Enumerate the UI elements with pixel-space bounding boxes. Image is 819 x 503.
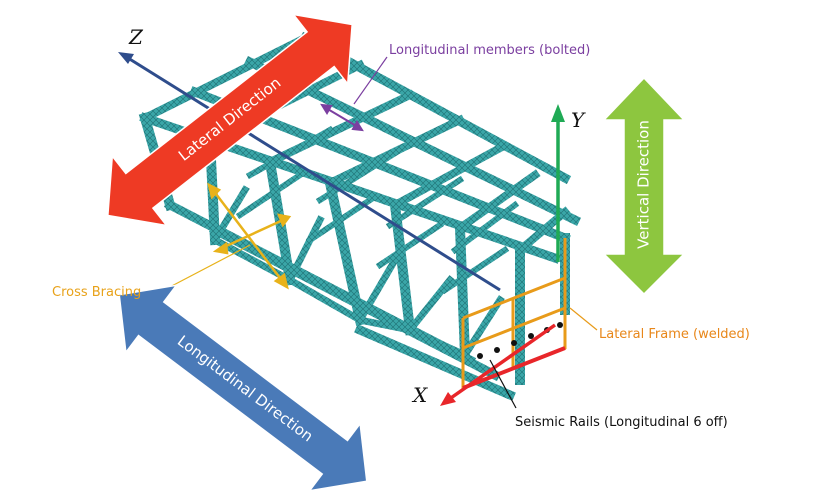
longitudinal-members-label: Longitudinal members (bolted) xyxy=(389,43,591,58)
lateral-frame-label: Lateral Frame (welded) xyxy=(599,327,750,342)
members-leader xyxy=(353,56,388,105)
cross-bracing-marker xyxy=(207,182,292,290)
vertical-direction-label: Vertical Direction xyxy=(634,120,653,249)
members-marker xyxy=(320,103,364,132)
longitudinal-direction-arrow xyxy=(118,284,368,492)
lateral-frame-leader xyxy=(569,307,598,331)
seismic-rails-label: Seismic Rails (Longitudinal 6 off) xyxy=(515,415,728,430)
cross-bracing-leader xyxy=(165,244,251,290)
lateral-direction-arrow xyxy=(107,13,353,227)
seismic-rails-leader xyxy=(489,359,517,409)
z-axis-label: Z xyxy=(129,25,143,49)
y-axis-label: Y xyxy=(571,108,585,132)
y-axis xyxy=(551,104,565,262)
x-axis xyxy=(440,323,557,406)
vertical-direction-arrow xyxy=(602,76,686,296)
cross-bracing-label: Cross Bracing xyxy=(52,285,142,300)
z-axis xyxy=(118,52,501,292)
x-axis-label: X xyxy=(413,383,428,407)
